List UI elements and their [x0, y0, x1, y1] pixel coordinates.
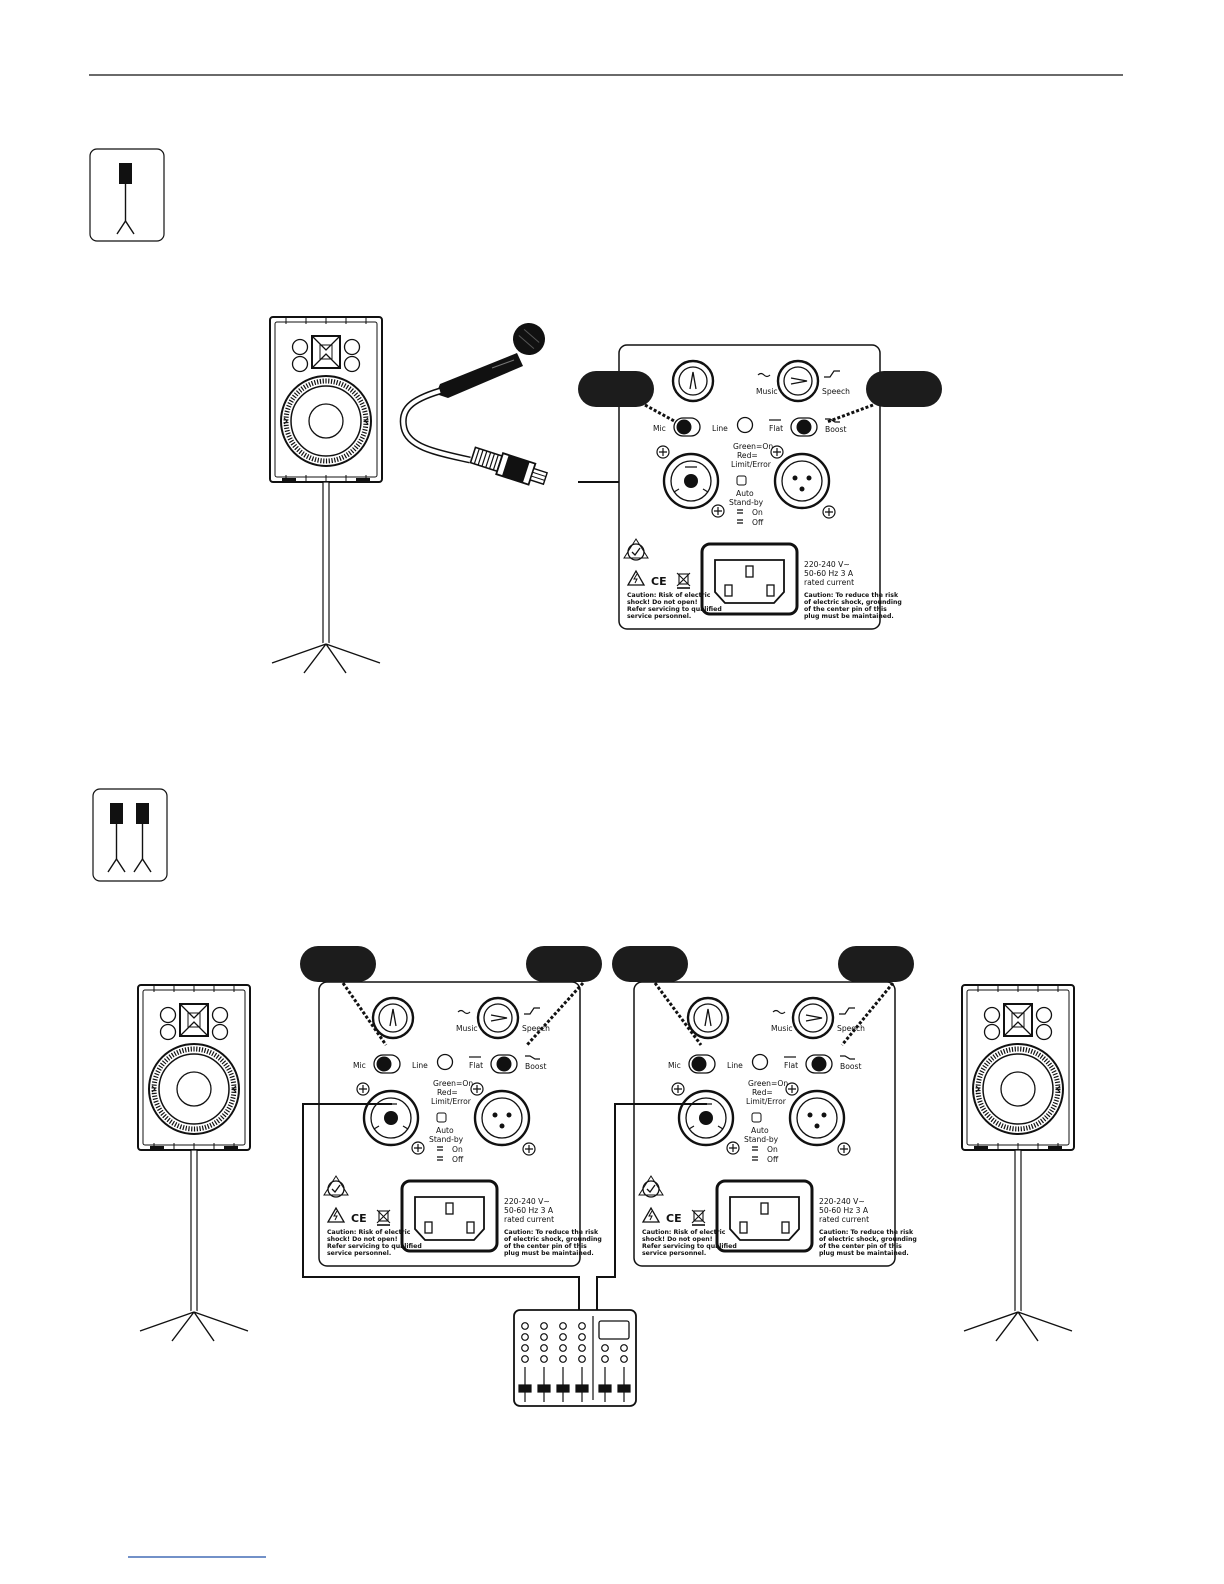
caution-left-3: Refer servicing to qualified — [627, 606, 722, 613]
power-rating-3: rated current — [804, 578, 854, 587]
single-speaker-setup-icon — [89, 148, 165, 242]
callout-badge-3 — [300, 946, 376, 982]
switch-boost-label: Boost — [825, 425, 846, 434]
callout-badge-4 — [526, 946, 602, 982]
switch-flat-label: Flat — [769, 424, 783, 433]
callout-badge-1 — [578, 371, 654, 407]
power-inlet[interactable] — [700, 542, 799, 616]
right-loudspeaker-icon — [962, 985, 1074, 1341]
rcm-mark-icon — [623, 538, 649, 561]
caution-left-1: Caution: Risk of electric — [627, 592, 711, 599]
xlr-output-jack[interactable] — [770, 445, 836, 519]
switch-mic-label: Mic — [653, 424, 666, 433]
status-led — [736, 416, 754, 434]
flat-boost-switch[interactable] — [790, 417, 818, 437]
knob-speech-label: Speech — [822, 387, 850, 396]
callout-badge-6 — [838, 946, 914, 982]
ce-mark: CE — [651, 575, 667, 588]
power-rating-1: 220-240 V~ — [804, 560, 850, 569]
standby-label-2: Stand-by — [729, 498, 764, 507]
rear-panel-left — [317, 980, 604, 1268]
eq-knob[interactable] — [776, 359, 820, 403]
led-legend-1: Green=On — [733, 442, 773, 451]
standby-off-label: Off — [752, 518, 764, 527]
cable-right — [596, 1103, 707, 1310]
combo-input-jack[interactable] — [656, 445, 725, 518]
rear-panel: Music Speech Mic Line Flat Boost Green=O… — [618, 344, 902, 630]
weee-bin-icon — [676, 572, 691, 589]
led-legend-2: Red= — [737, 451, 758, 460]
microphone-icon — [399, 323, 545, 464]
volume-knob[interactable] — [671, 359, 715, 403]
left-loudspeaker-icon — [138, 985, 250, 1341]
standby-label-1: Auto — [736, 489, 754, 498]
callout-badge-5 — [612, 946, 688, 982]
dual-speaker-setup-icon — [92, 788, 168, 882]
caution-right-4: plug must be maintained. — [804, 613, 894, 620]
led-legend-3: Limit/Error — [731, 460, 772, 469]
switch-line-label: Line — [712, 424, 728, 433]
caution-left-4: service personnel. — [627, 613, 691, 620]
loudspeaker-icon — [270, 317, 382, 673]
rear-panel-right — [632, 980, 919, 1268]
caution-right-2: of electric shock, grounding — [804, 599, 902, 606]
mic-line-switch[interactable] — [673, 417, 701, 437]
caution-right-3: of the center pin of this — [804, 606, 887, 613]
warning-icon — [626, 569, 646, 586]
callout-badge-2 — [866, 371, 942, 407]
caution-left-2: shock! Do not open! — [627, 599, 698, 606]
cable-left — [302, 1103, 580, 1310]
power-rating-2: 50-60 Hz 3 A — [804, 569, 854, 578]
mixer-icon — [513, 1309, 637, 1407]
caution-right-1: Caution: To reduce the risk — [804, 592, 899, 599]
xlr-plug-icon — [469, 446, 549, 486]
knob-music-label: Music — [756, 387, 778, 396]
standby-on-label: On — [752, 508, 763, 517]
